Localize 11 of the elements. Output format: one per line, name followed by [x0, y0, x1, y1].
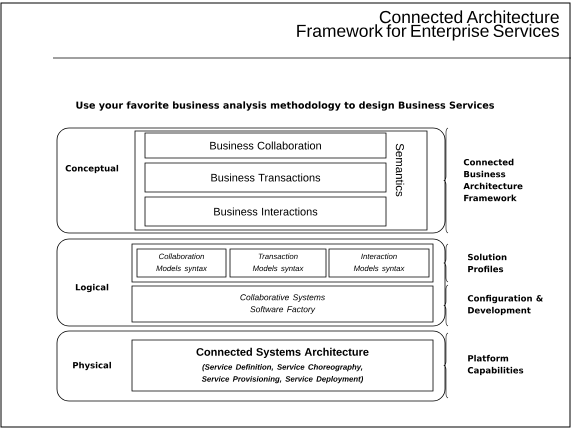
factory-box: Collaborative Systems Software Factory [132, 286, 434, 322]
side-label: Platform Capabilities [468, 354, 524, 376]
title: Connected Architecture Framework for Enterprise Services [297, 10, 559, 40]
business-box: Business Interactions [144, 196, 386, 226]
group-box [132, 244, 434, 282]
side-label: Solution Profiles [468, 254, 506, 272]
business-box: Business Collaboration [144, 132, 386, 158]
business-box: Business Transactions [144, 162, 386, 192]
heading: Use your favorite business analysis methodology to design Business Services [76, 101, 494, 111]
side-label: Configuration & Development [468, 294, 543, 316]
side-label: Connected Business Architecture Framework [463, 158, 522, 202]
